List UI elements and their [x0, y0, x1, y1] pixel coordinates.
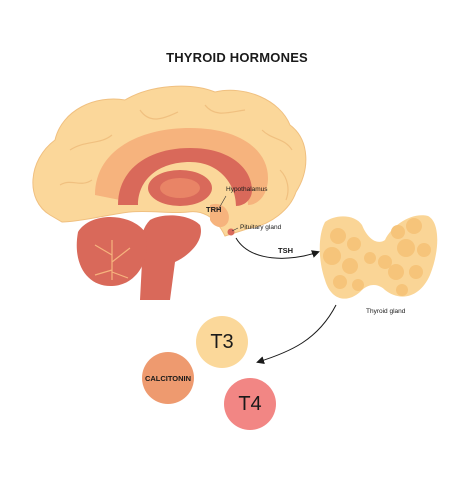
thyroid-label: Thyroid gland: [366, 308, 406, 315]
tsh-label: TSH: [278, 246, 293, 255]
t4-circle: [224, 378, 276, 430]
calcitonin-circle: [142, 352, 194, 404]
corpus-callosum: [118, 148, 252, 206]
cerebellum-lines: [94, 240, 131, 280]
thyroid-gland: [319, 215, 438, 299]
brain: [32, 85, 307, 300]
gyri-lines: [59, 104, 293, 201]
hypothalamus: [210, 203, 229, 228]
hypothalamus-pointer: [217, 195, 227, 211]
pituitary-gland: [227, 228, 235, 236]
hypothalamus-label: Hypothalamus: [226, 186, 268, 193]
cingulate-band: [95, 128, 268, 205]
page-title: THYROID HORMONES: [166, 50, 308, 65]
calcitonin-label: CALCITONIN: [144, 373, 192, 383]
brainstem: [140, 215, 201, 300]
thalamus-inner: [160, 178, 200, 198]
t3-label: T3: [210, 330, 234, 353]
thyroid-follicles: [323, 218, 431, 296]
tsh-arrow: [235, 237, 320, 259]
thyroid-to-hormones-arrow: [256, 304, 337, 365]
t3-circle: [196, 316, 248, 368]
pituitary-pointer: [231, 227, 239, 232]
t4-label: T4: [238, 392, 262, 415]
pituitary-label: Pituitary gland: [240, 224, 282, 231]
trh-label: TRH: [206, 205, 222, 214]
